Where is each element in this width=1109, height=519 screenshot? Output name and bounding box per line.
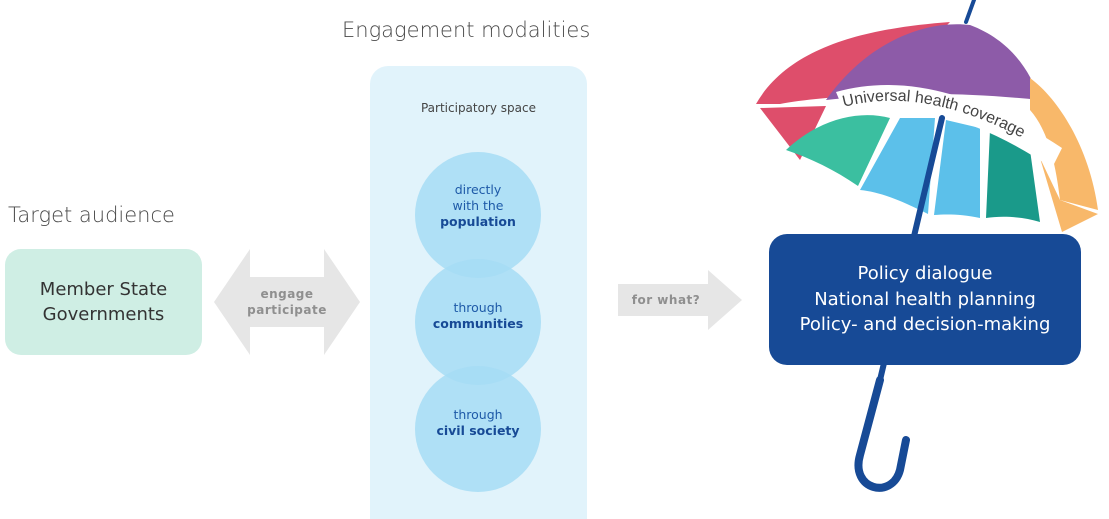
double-arrow-label: engage participate (244, 286, 330, 318)
member-box-line1: Member State (39, 279, 168, 300)
circle-civil-society-line1: through (453, 407, 503, 422)
policy-line2: National health planning (814, 288, 1036, 310)
double-arrow-label-line2: participate (247, 303, 327, 317)
circle-communities-bold: communities (432, 316, 524, 331)
circle-communities (415, 259, 541, 385)
policy-line1: Policy dialogue (857, 263, 993, 285)
member-box-line2: Governments (42, 304, 165, 325)
double-arrow-icon (214, 249, 360, 355)
target-audience-heading: Target audience (8, 203, 175, 227)
circle-population-line1: directly (454, 182, 502, 197)
circle-communities-label: through communities (413, 300, 543, 332)
circle-population-line2: with the (452, 198, 504, 213)
circles-group (415, 152, 541, 492)
circle-population-bold: population (440, 214, 516, 229)
right-arrow-icon (618, 270, 742, 330)
double-arrow-label-line1: engage (260, 287, 314, 301)
circle-civil-society-bold: civil society (436, 423, 520, 438)
policy-line3: Policy- and decision-making (799, 314, 1051, 336)
circle-population (415, 152, 541, 278)
participatory-space-title: Participatory space (420, 101, 537, 115)
engagement-modalities-heading: Engagement modalities (342, 18, 591, 42)
circle-civil-society-label: through civil society (413, 407, 543, 439)
circle-population-label: directly with the population (413, 182, 543, 230)
circle-civil-society (415, 366, 541, 492)
right-arrow-label: for what? (631, 293, 701, 307)
circle-communities-line1: through (453, 300, 503, 315)
policy-box: Policy dialogue National health planning… (769, 234, 1081, 365)
member-state-box: Member State Governments (5, 249, 202, 355)
